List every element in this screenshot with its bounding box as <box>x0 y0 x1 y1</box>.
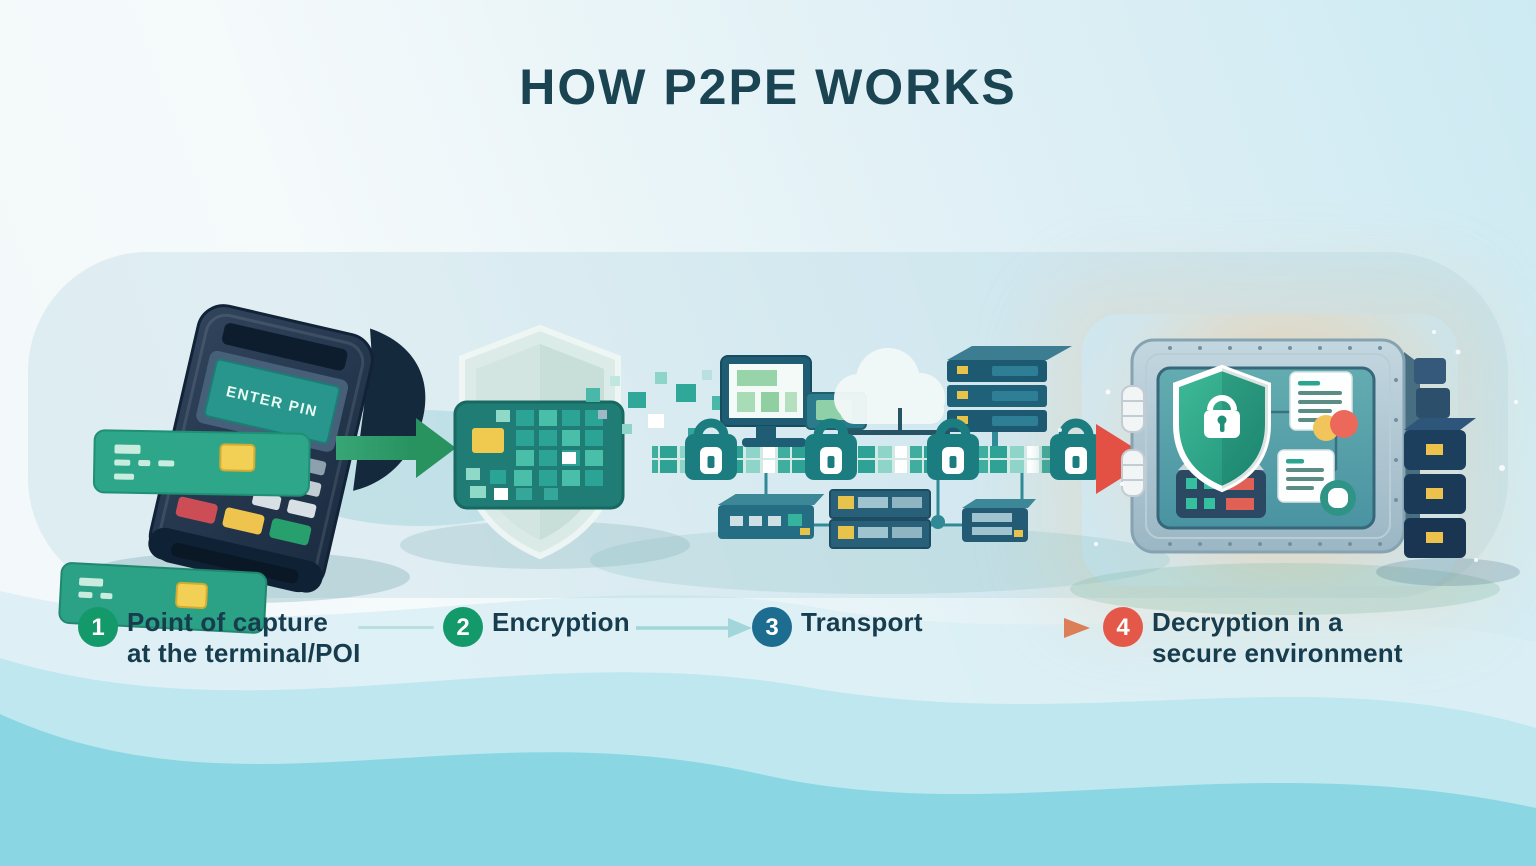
step-3: 3 Transport <box>752 607 923 647</box>
page-title: HOW P2PE WORKS <box>519 59 1017 115</box>
vault-shield-lock-icon <box>1173 364 1271 493</box>
database-stack-icon <box>1404 418 1476 558</box>
connector-2-3-arrow <box>636 618 752 638</box>
step-2-badge: 2 <box>443 607 483 647</box>
monitor-icon <box>720 355 812 447</box>
svg-text:2: 2 <box>456 614 469 641</box>
vault-icon <box>1121 338 1450 554</box>
background-waves <box>0 591 1536 866</box>
step-4-badge: 4 <box>1103 607 1143 647</box>
step-3-badge: 3 <box>752 607 792 647</box>
pixel-scatter <box>586 370 728 440</box>
svg-text:1: 1 <box>91 614 104 641</box>
svg-text:4: 4 <box>1116 614 1130 641</box>
rack-server-icon <box>829 489 931 549</box>
document-icon-2 <box>1277 449 1335 503</box>
capture-arrow-icon <box>336 418 456 478</box>
server-stack-icon <box>947 346 1072 446</box>
sparkles <box>1058 330 1518 562</box>
step-3-label: Transport <box>801 607 923 637</box>
vault-rivets <box>1168 346 1398 546</box>
step-2-label: Encryption <box>492 607 630 637</box>
vault-hinge-bottom <box>1121 449 1145 497</box>
payment-card-icon <box>92 429 311 497</box>
network-node <box>931 515 945 529</box>
router-icon <box>718 494 824 539</box>
red-dot <box>1330 410 1358 438</box>
encrypted-card-icon <box>453 400 625 510</box>
svg-text:3: 3 <box>765 614 778 641</box>
network-box-icon <box>962 499 1036 542</box>
connector-1-2 <box>358 626 434 629</box>
step-2: 2 Encryption <box>443 607 630 647</box>
chat-bubble-icon <box>1320 480 1356 516</box>
step-1-badge: 1 <box>78 607 118 647</box>
connector-3-4-arrow <box>946 618 1090 638</box>
cloud-icon <box>834 348 950 435</box>
vault-hinge-top <box>1121 385 1145 433</box>
